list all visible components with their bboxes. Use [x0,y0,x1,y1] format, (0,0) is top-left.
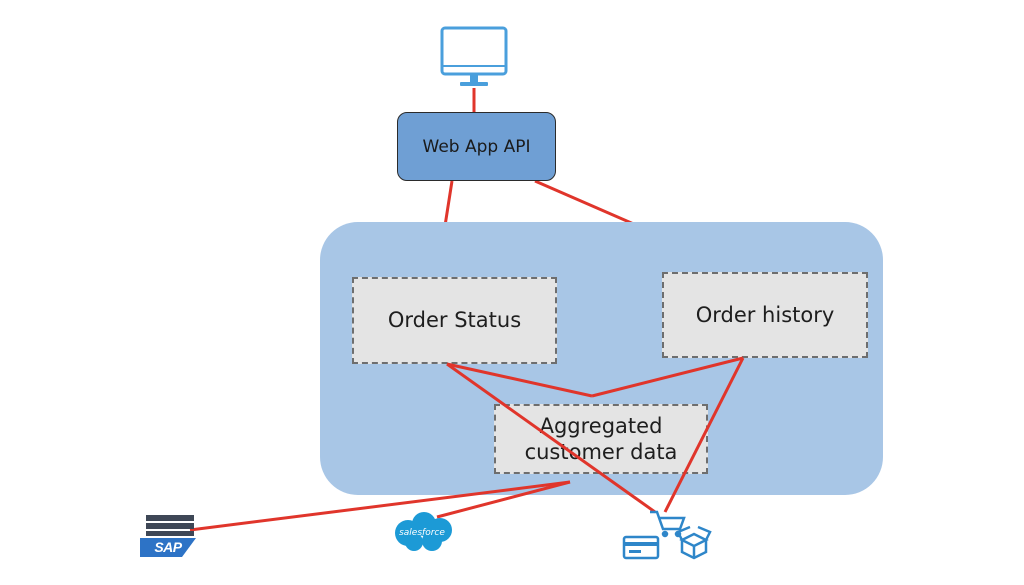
connector-order-status-to-commerce [446,362,656,514]
package-box-icon [676,525,712,560]
order-history-label: Order history [695,302,835,327]
order-history-box: Order history [662,272,868,358]
salesforce-logo-text: salesforce [399,528,445,538]
sap-logo-text: SAP [154,539,182,555]
aggregated-customer-data-label: Aggregated customer data [524,413,678,464]
order-status-label: Order Status [387,308,522,333]
connector-order-status-to-aggregated [446,362,593,398]
connector-aggregated-to-sap [189,480,571,532]
web-app-api-label: Web App API [422,136,531,157]
order-status-box: Order Status [352,277,557,364]
connector-order-history-to-aggregated [591,356,744,398]
web-app-api-box: Web App API [397,112,556,181]
connector-order-history-to-commerce [663,357,745,513]
connector-aggregated-to-salesforce [436,480,571,519]
credit-card-icon [622,535,660,560]
